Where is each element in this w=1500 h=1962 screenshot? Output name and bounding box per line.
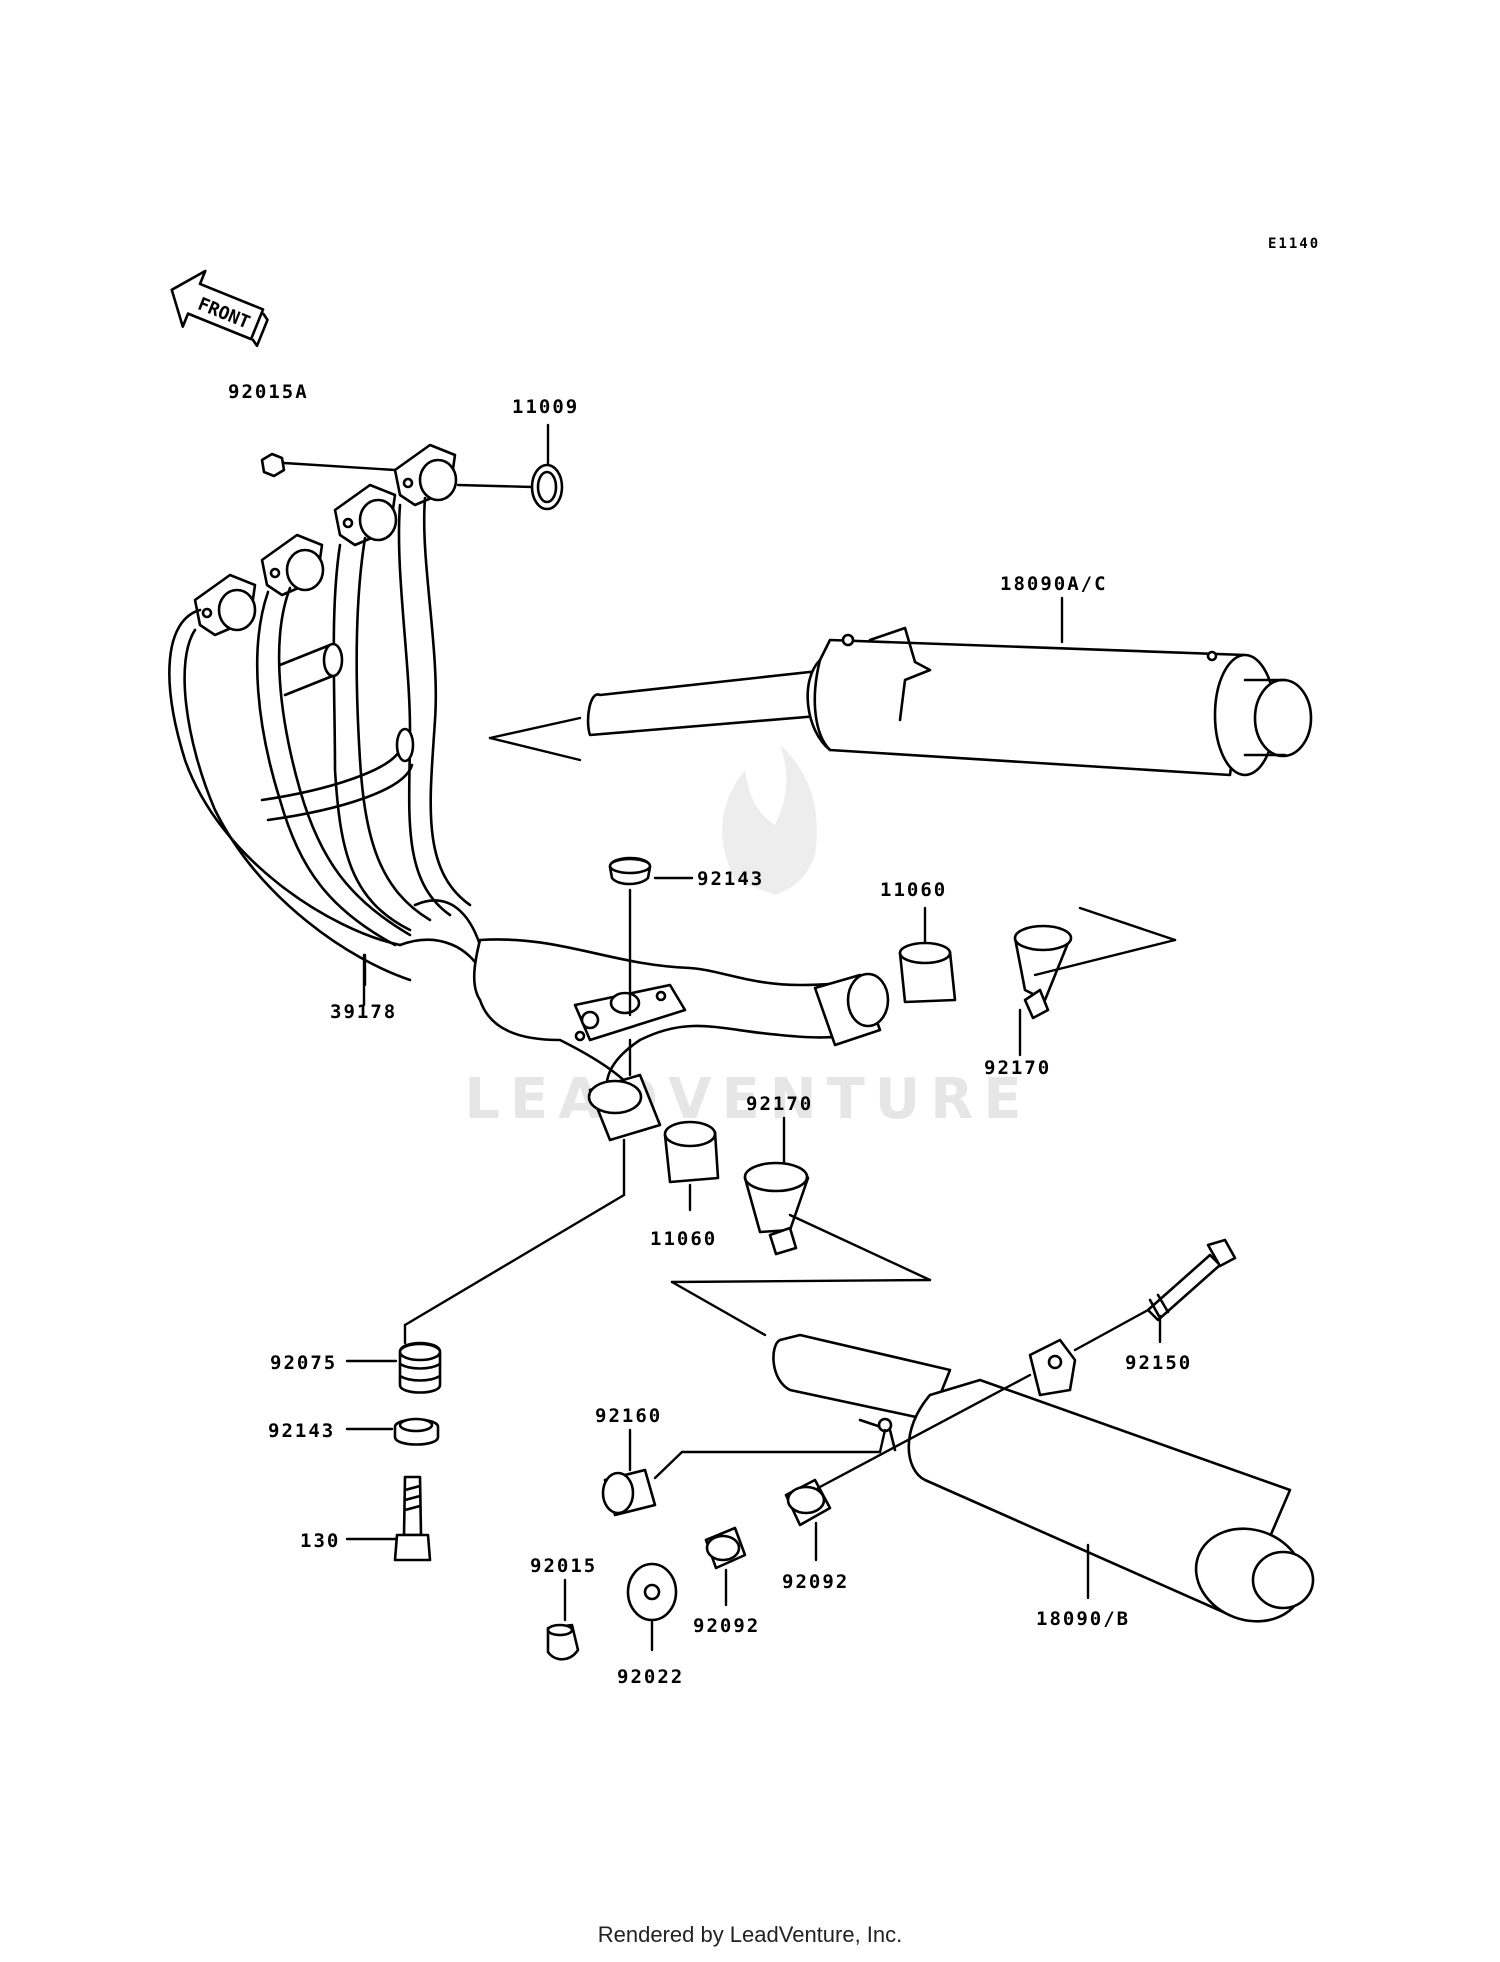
watermark-text: LEADVENTURE [464, 1067, 1031, 1132]
bolt-92150-icon [1146, 1253, 1222, 1322]
label-92092-mid: 92092 [693, 1615, 760, 1637]
leadventure-watermark: LEADVENTURE [464, 745, 1031, 1132]
label-18090ac: 18090A/C [1000, 573, 1108, 595]
label-92150: 92150 [1125, 1352, 1192, 1374]
exhaust-header-pipes [168, 443, 890, 1142]
label-92022: 92022 [617, 1666, 684, 1688]
label-92143-low: 92143 [268, 1420, 335, 1442]
label-11060-right: 11060 [880, 879, 947, 901]
lower-muffler [772, 1333, 1315, 1623]
label-92075: 92075 [270, 1352, 337, 1374]
label-92160: 92160 [595, 1405, 662, 1427]
label-11060-mid: 11060 [650, 1228, 717, 1250]
label-92092-right: 92092 [782, 1571, 849, 1593]
part-icons [260, 452, 1237, 1661]
leader-lines [282, 423, 1177, 1652]
label-92015: 92015 [530, 1555, 597, 1577]
label-92015a: 92015A [228, 381, 309, 403]
footer-credit: Rendered by LeadVenture, Inc. [597, 1922, 903, 1947]
label-39178: 39178 [330, 1001, 397, 1023]
label-92170-right: 92170 [984, 1057, 1051, 1079]
nut-92015a-icon [260, 452, 286, 478]
diagram-code: E1140 [1268, 236, 1320, 252]
part-labels: 92015A 11009 18090A/C 92143 11060 39178 … [228, 381, 1192, 1688]
label-92143-top: 92143 [697, 868, 764, 890]
label-18090b: 18090/B [1036, 1608, 1130, 1630]
label-92170-mid: 92170 [746, 1093, 813, 1115]
label-130: 130 [300, 1530, 340, 1552]
label-11009: 11009 [512, 396, 579, 418]
upper-muffler [586, 626, 1313, 777]
front-arrow-icon: FRONT [170, 269, 269, 348]
